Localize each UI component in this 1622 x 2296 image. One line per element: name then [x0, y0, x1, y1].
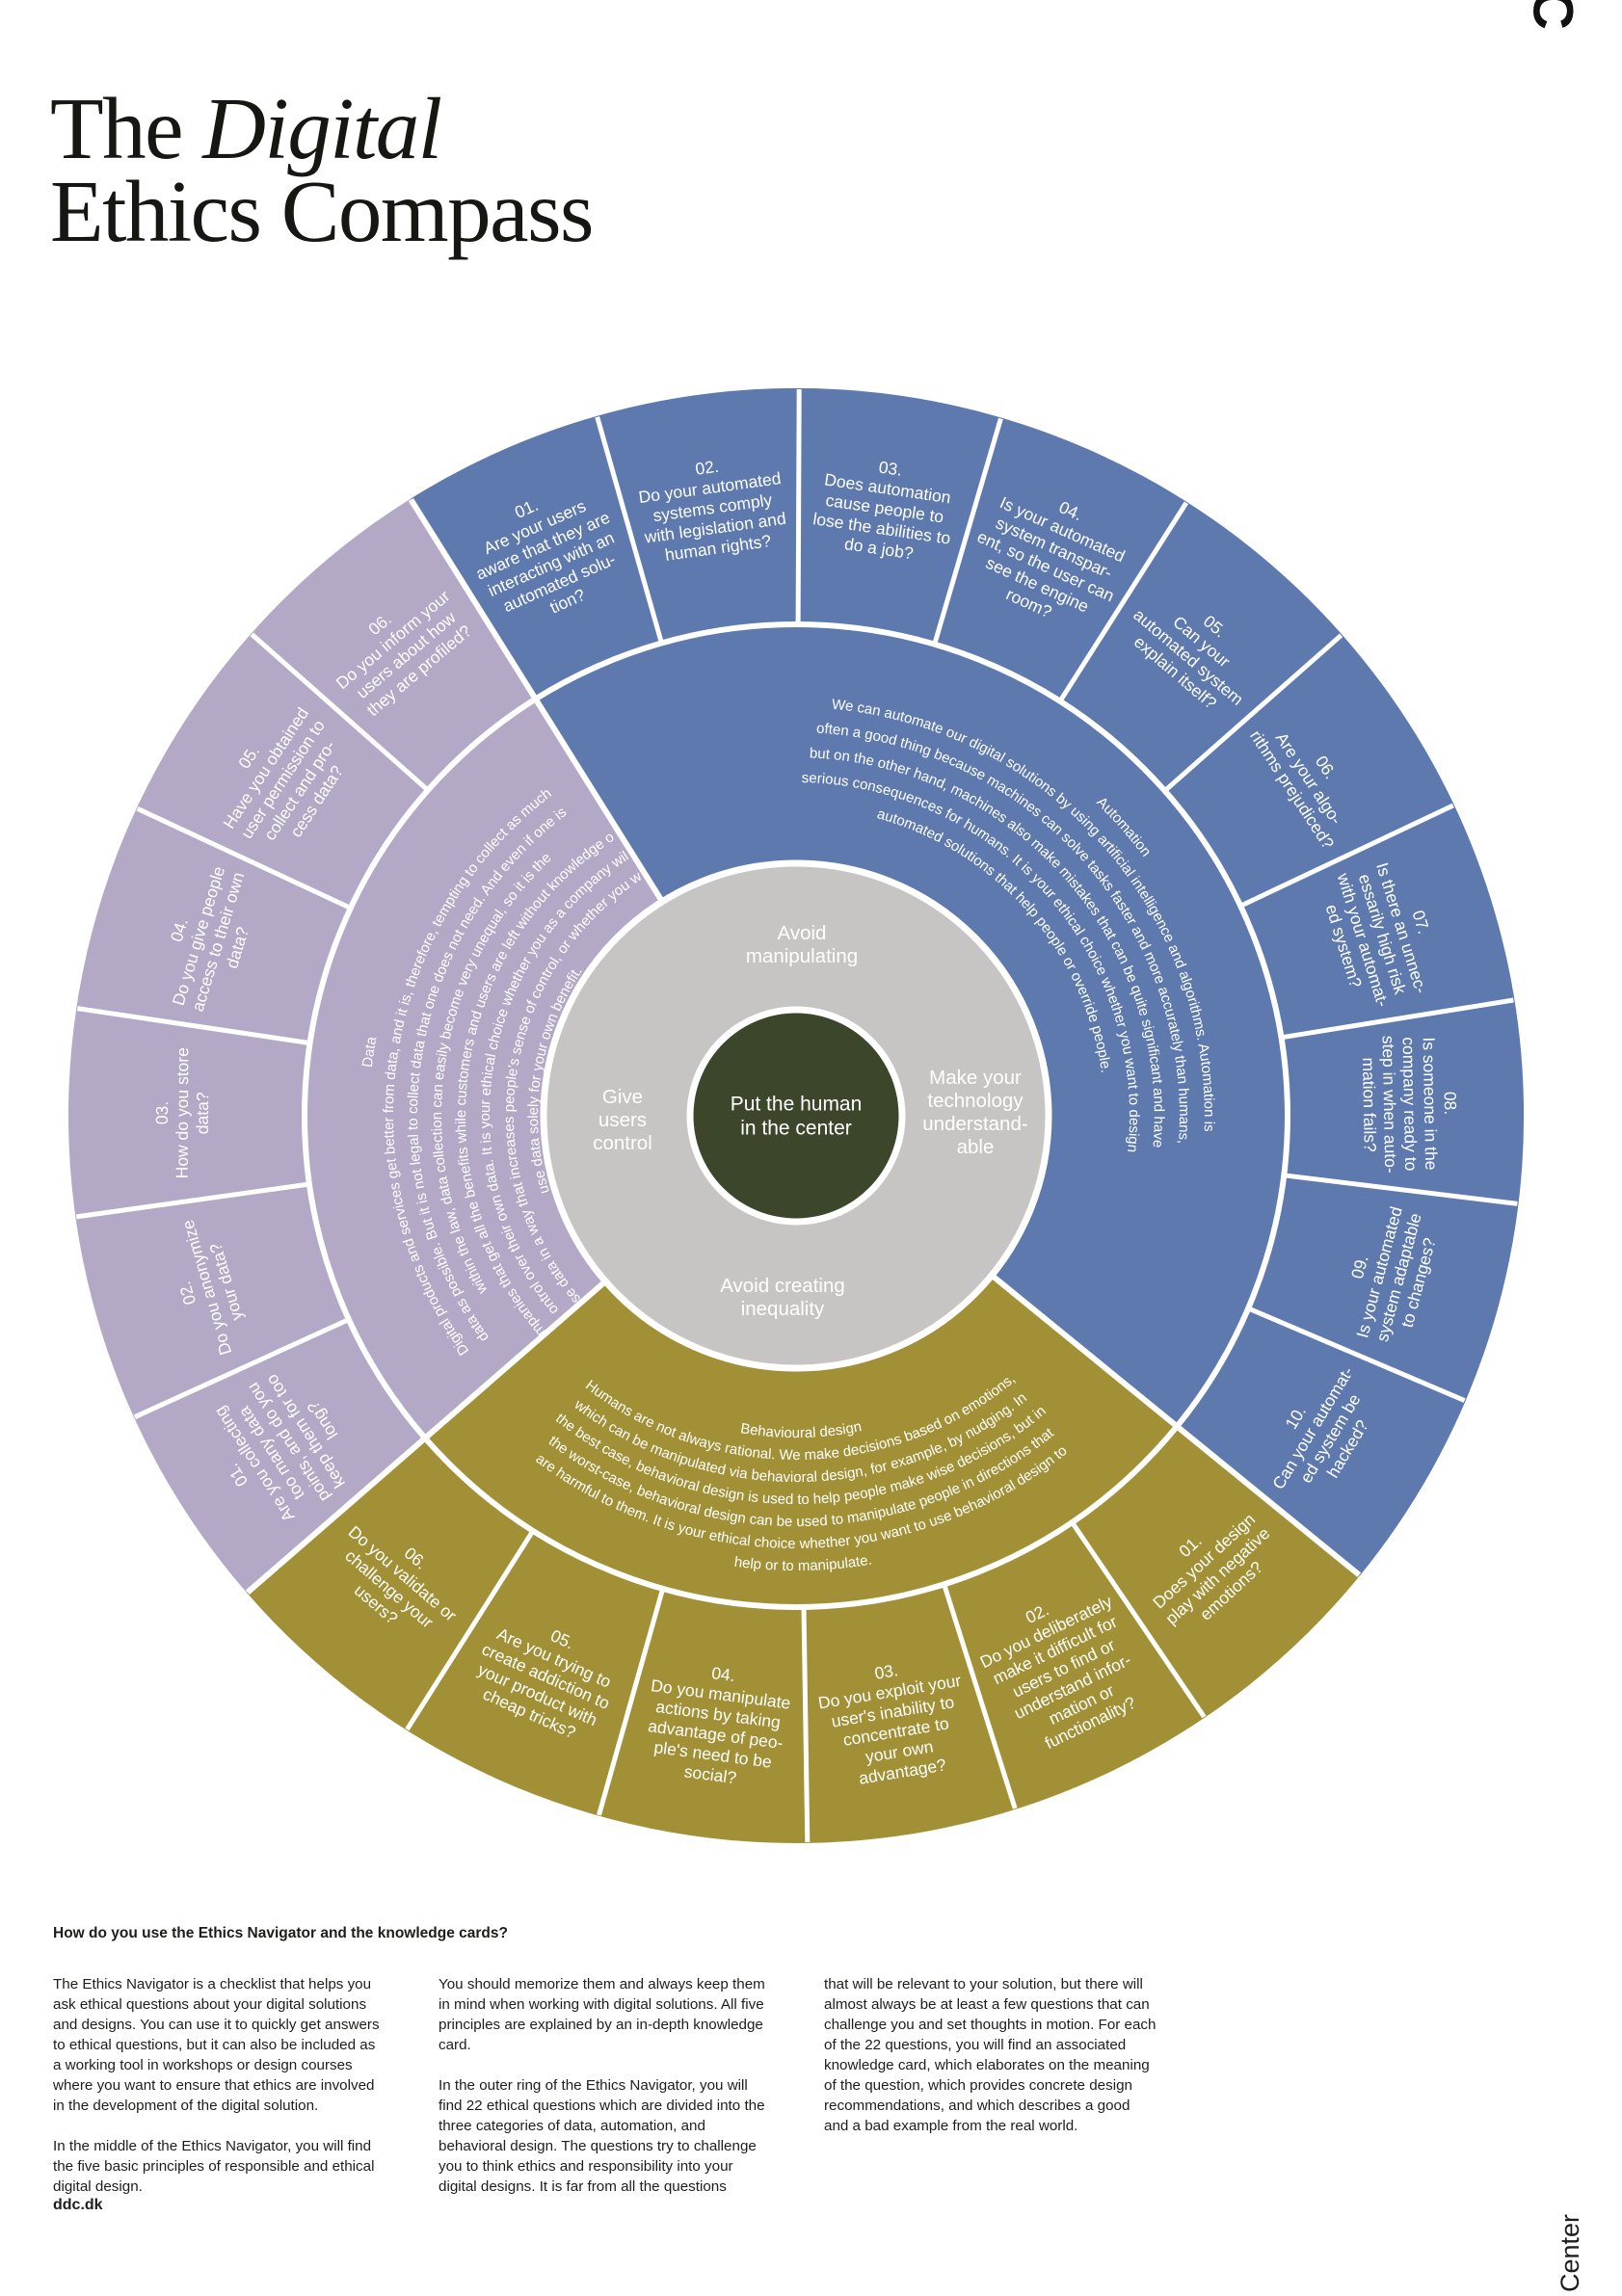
- slice-divider: [133, 1317, 350, 1419]
- slice-divider: [1283, 1173, 1518, 1206]
- title-line1: The Digital: [50, 79, 442, 177]
- slice-divider: [76, 1006, 310, 1046]
- slice-divider: [932, 417, 1003, 646]
- slice-divider: [405, 1529, 536, 1731]
- center-circle: [686, 1006, 906, 1226]
- question-data-01: 01.Are you collectingtoo many datapoints…: [192, 1358, 367, 1539]
- slice-divider: [1239, 803, 1454, 909]
- slice-divider: [1281, 997, 1514, 1041]
- section-behaviour: [247, 1275, 1361, 1844]
- footer-heading: How do you use the Ethics Navigator and …: [53, 1925, 508, 1941]
- side-caption: Danish Design Center: [1556, 2214, 1585, 2296]
- slice-divider: [595, 416, 664, 645]
- footer-paragraph: The Ethics Navigator is a checklist that…: [53, 1976, 380, 2114]
- footer-paragraph: In the middle of the Ethics Navigator, y…: [53, 2137, 375, 2195]
- section-divider: [245, 1279, 608, 1595]
- footer-paragraph: You should memorize them and always keep…: [439, 1976, 765, 2053]
- slice-divider: [75, 1181, 310, 1220]
- slice-divider: [801, 1606, 811, 1842]
- slice-divider: [795, 388, 802, 625]
- section-divider: [408, 498, 665, 904]
- section-data: [68, 498, 663, 1594]
- slice-divider: [942, 1583, 1018, 1809]
- slice-divider: [1247, 1306, 1466, 1403]
- question-automation-02: 02.Do your automatedsystems complywith l…: [634, 448, 790, 567]
- slice-divider: [1070, 1520, 1207, 1719]
- ring-text-behaviour-line-6: help or to manipulate.: [733, 1551, 873, 1574]
- footer-column-3: that will be relevant to your solution, …: [824, 1975, 1157, 2218]
- slice-divider: [250, 632, 430, 792]
- section-automation: [410, 387, 1525, 1576]
- footer-column-1: The Ethics Navigator is a checklist that…: [53, 1975, 386, 2218]
- footer-paragraph: In the outer ring of the Ethics Navigato…: [439, 2076, 765, 2195]
- slice-divider: [1162, 633, 1343, 793]
- slice-divider: [1057, 501, 1189, 703]
- slice-divider: [597, 1588, 666, 1816]
- question-data-03: 03.How do you storedata?: [152, 1047, 213, 1179]
- footer-column-2: You should memorize them and always keep…: [439, 1975, 771, 2218]
- ring-divider: [302, 621, 1290, 1610]
- section-divider: [990, 1273, 1362, 1577]
- question-automation-08: 08.Is someone in thecompany ready tostep…: [1359, 1034, 1462, 1174]
- slice-divider: [136, 806, 352, 910]
- footer-paragraph: that will be relevant to your solution, …: [824, 1976, 1157, 2134]
- ring-text-data-line-0: Data: [359, 1035, 381, 1069]
- footer: How do you use the Ethics Navigator and …: [53, 1925, 1171, 2218]
- question-behaviour-04: 04.Do you manipulateactions by takingadv…: [639, 1655, 794, 1793]
- ring-text-behaviour-line-0: Behavioural design: [739, 1418, 863, 1441]
- website-link: ddc.dk: [53, 2197, 103, 2213]
- title-line2: Ethics Compass: [50, 163, 594, 261]
